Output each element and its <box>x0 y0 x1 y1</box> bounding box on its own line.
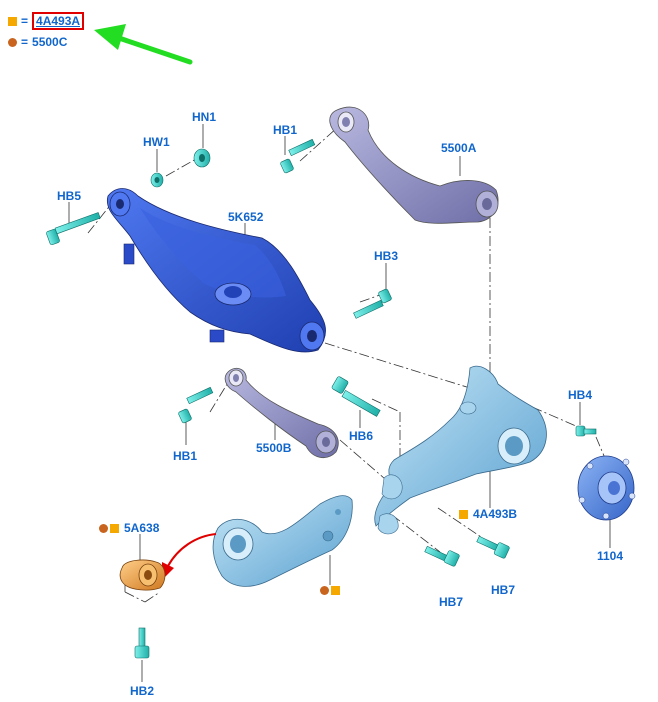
callout-hb3[interactable]: HB3 <box>374 249 399 263</box>
wheel-hub-1104 <box>577 455 636 521</box>
callout-hb5[interactable]: HB5 <box>57 189 82 203</box>
bolt-hb4 <box>575 425 597 437</box>
bushing-5a638 <box>119 559 166 591</box>
bolt-hb5 <box>46 212 101 246</box>
legend-square-code-link[interactable]: 4A493A <box>32 12 85 30</box>
legend-square-swatch <box>8 16 17 26</box>
control-arm-5k652 <box>106 188 326 353</box>
trailing-bracket <box>212 495 353 587</box>
pointer-arrow <box>94 24 193 65</box>
bolt-hb1-top <box>280 138 316 174</box>
lower-link-5500b <box>224 367 339 459</box>
legend-dot-equals: = <box>21 35 29 49</box>
callout-1104[interactable]: 1104 <box>597 549 624 563</box>
legend-dot-row: = 5500C <box>8 35 67 49</box>
washer-hw1 <box>150 172 164 188</box>
callout-4a493b[interactable]: 4A493B <box>473 507 518 521</box>
bolt-hb2 <box>134 627 150 659</box>
callout-5500b[interactable]: 5500B <box>256 441 292 455</box>
upper-link-5500a <box>329 106 499 224</box>
legend-square-equals: = <box>21 14 29 28</box>
callout-hn1[interactable]: HN1 <box>192 110 217 124</box>
callout-5a638-group: 5A638 <box>99 521 159 535</box>
bolt-hb3 <box>353 288 392 319</box>
callout-hb7-left[interactable]: HB7 <box>439 595 464 609</box>
callout-hw1[interactable]: HW1 <box>143 135 170 149</box>
bolt-hb6 <box>331 376 381 417</box>
square-marker <box>110 523 119 533</box>
alignment-lines <box>87 126 611 603</box>
dot-marker <box>99 523 108 533</box>
callout-hb6[interactable]: HB6 <box>349 429 374 443</box>
callout-hb1-mid[interactable]: HB1 <box>173 449 198 463</box>
callout-hb1-top[interactable]: HB1 <box>273 123 298 137</box>
square-marker <box>459 509 468 519</box>
callout-5k652[interactable]: 5K652 <box>228 210 264 224</box>
bolt-hb7-right <box>476 535 510 559</box>
square-marker <box>331 586 340 595</box>
callout-hb2[interactable]: HB2 <box>130 684 155 698</box>
callout-hb7-right[interactable]: HB7 <box>491 583 516 597</box>
legend-dot-code: 5500C <box>32 35 68 49</box>
legend-square-row: = 4A493A <box>8 12 85 30</box>
bolt-hb1-mid <box>178 386 214 424</box>
curved-arrow <box>162 533 217 580</box>
knuckle-4a493b <box>374 365 547 535</box>
bolt-hb7-left <box>424 545 460 567</box>
callout-5500a[interactable]: 5500A <box>441 141 477 155</box>
callout-hb4[interactable]: HB4 <box>568 388 593 402</box>
nut-hn1 <box>193 148 211 168</box>
callout-5a638[interactable]: 5A638 <box>124 521 160 535</box>
bracket-markers <box>320 586 340 595</box>
dot-marker <box>320 586 329 595</box>
legend-dot-swatch <box>8 37 17 47</box>
callout-4a493b-group: 4A493B <box>459 507 517 521</box>
